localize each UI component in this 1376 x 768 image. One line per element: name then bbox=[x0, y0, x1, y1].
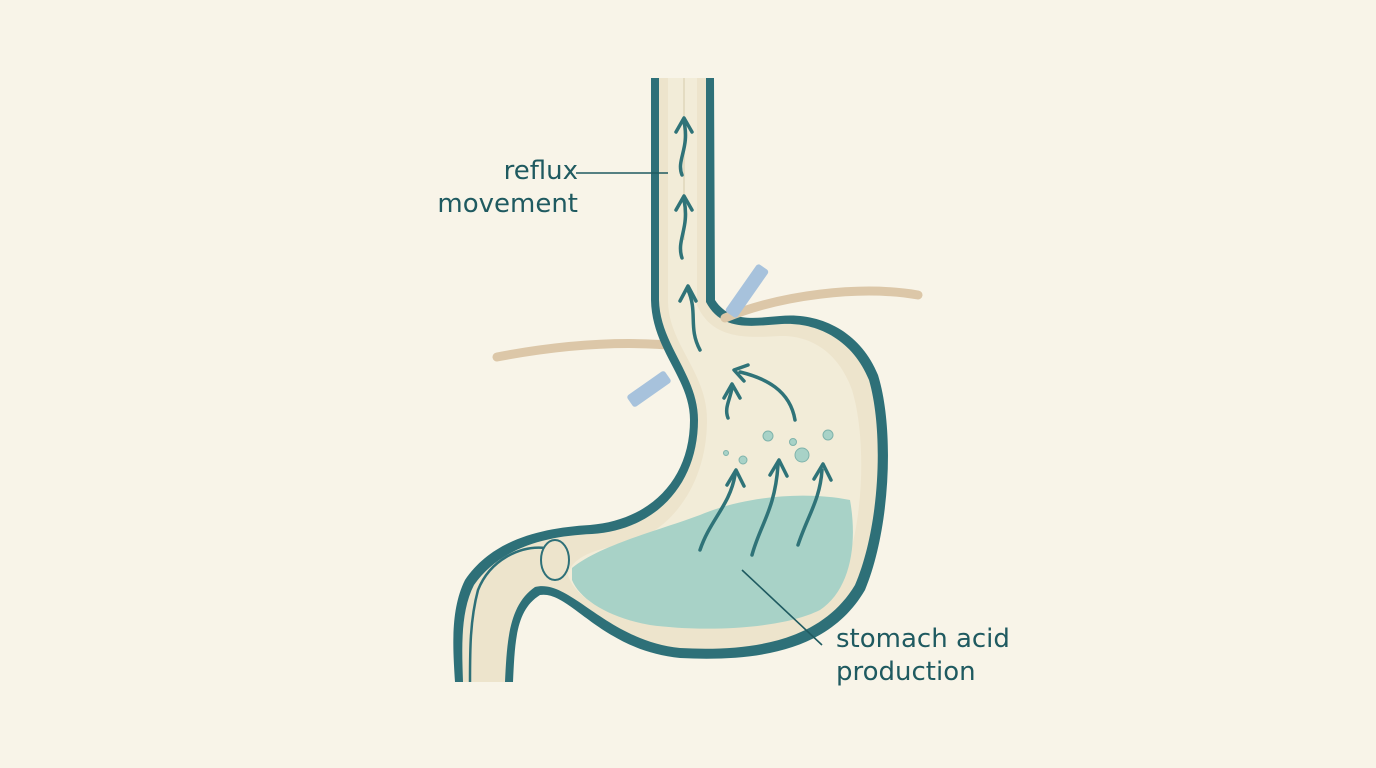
reflux-arrows bbox=[674, 116, 833, 557]
stomach-lumen bbox=[568, 78, 862, 629]
acid-bubbles bbox=[723, 429, 834, 465]
diaphragm-right bbox=[720, 286, 923, 323]
label-reflux-line1: reflux bbox=[503, 156, 578, 186]
label-acid-line2: production bbox=[836, 657, 976, 687]
diaphragm-left bbox=[492, 338, 685, 362]
label-acid-line1: stomach acid bbox=[836, 624, 1010, 654]
duodenum-wall bbox=[468, 546, 547, 683]
ligament-band-right bbox=[725, 264, 769, 318]
acid-leader-line bbox=[741, 569, 823, 646]
label-reflux-line2: movement bbox=[437, 189, 578, 219]
acid-pool bbox=[572, 495, 853, 629]
pyloric-sphincter bbox=[540, 539, 570, 581]
label-stomach-acid-production: stomach acid production bbox=[836, 623, 1010, 689]
ligament-band-left bbox=[627, 371, 671, 407]
label-reflux-movement: reflux movement bbox=[437, 155, 578, 221]
